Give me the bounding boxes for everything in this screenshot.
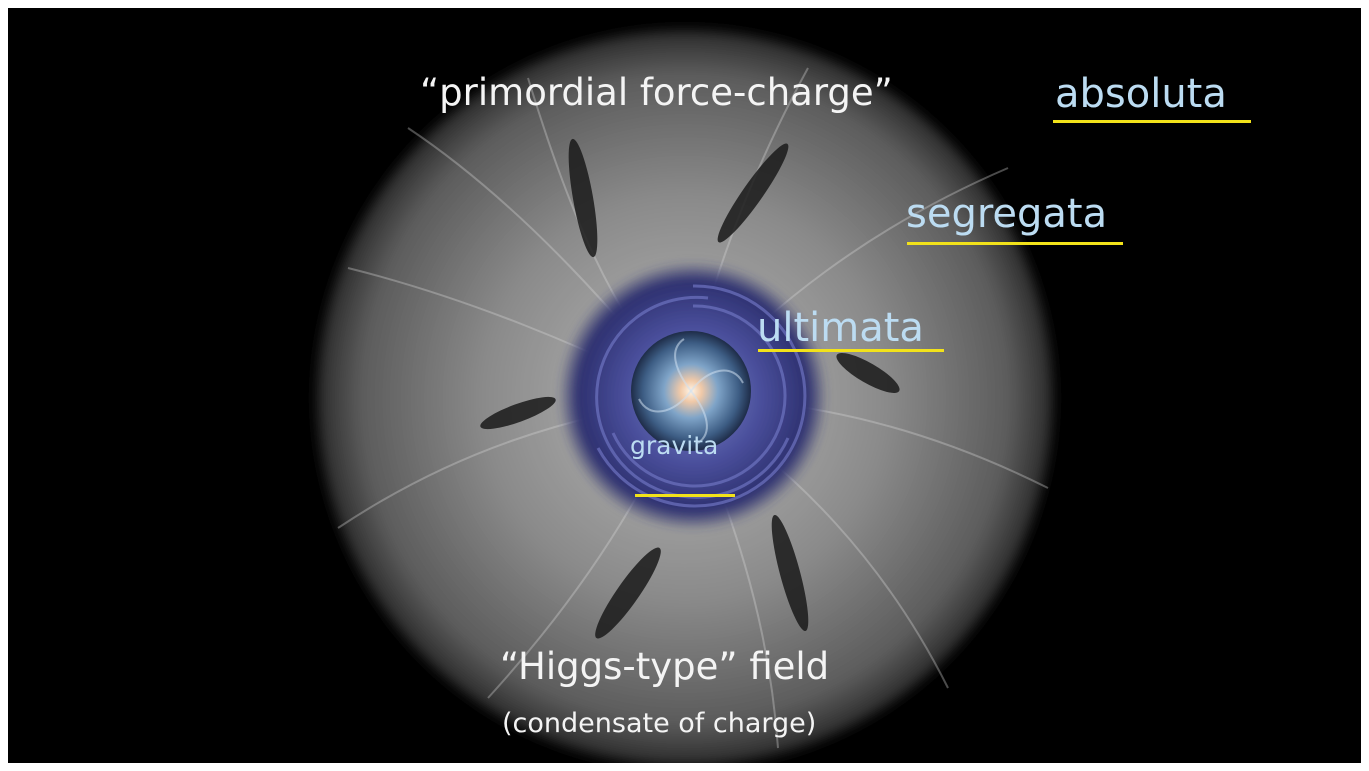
layer-label-absoluta: absoluta bbox=[1055, 71, 1227, 117]
field-illustration bbox=[317, 30, 1053, 763]
galaxy-arms bbox=[638, 338, 744, 444]
bottom-caption: “Higgs-type” field bbox=[500, 645, 830, 688]
field-petals bbox=[480, 138, 900, 639]
top-caption: “primordial force-charge” bbox=[420, 71, 893, 114]
underline-gravita bbox=[635, 494, 735, 497]
underline-ultimata bbox=[758, 349, 944, 352]
layer-label-ultimata: ultimata bbox=[757, 305, 924, 351]
layer-label-segregata: segregata bbox=[906, 191, 1108, 237]
underline-segregata bbox=[907, 242, 1123, 245]
layer-label-gravita: gravita bbox=[630, 431, 719, 460]
bottom-subcaption: (condensate of charge) bbox=[502, 708, 817, 739]
underline-absoluta bbox=[1053, 120, 1251, 123]
diagram-slide: “primordial force-charge” “Higgs-type” f… bbox=[8, 8, 1361, 763]
